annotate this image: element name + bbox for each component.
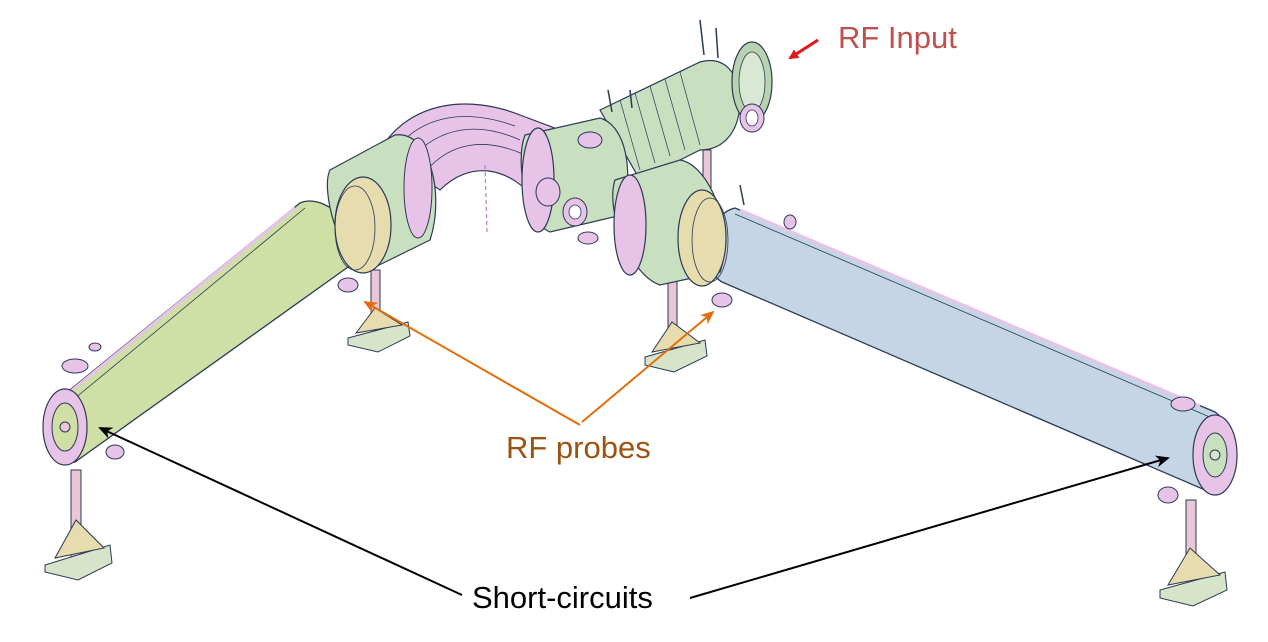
rf-input-label: RF Input — [838, 20, 957, 55]
support-right-middle — [644, 279, 708, 373]
rf-probe-arrow-right — [581, 310, 715, 423]
pipe-left — [42, 200, 361, 466]
flange-section-left — [326, 134, 437, 293]
short-circuit-arrow-right — [689, 455, 1170, 599]
support-right-end — [1159, 499, 1228, 607]
short-circuit-arrow-left — [98, 427, 463, 596]
rf-probe-arrow-left — [363, 301, 581, 426]
flange-section-right — [612, 159, 797, 308]
support-left-middle — [347, 269, 411, 353]
tee-junction — [520, 117, 629, 245]
rf-input-section — [599, 19, 773, 181]
pipe-right — [707, 207, 1238, 504]
short-circuits-label: Short-circuits — [472, 580, 653, 615]
support-left-end — [44, 469, 113, 581]
rf-probes-label: RF probes — [506, 430, 651, 465]
rf-input-arrow — [788, 38, 819, 60]
